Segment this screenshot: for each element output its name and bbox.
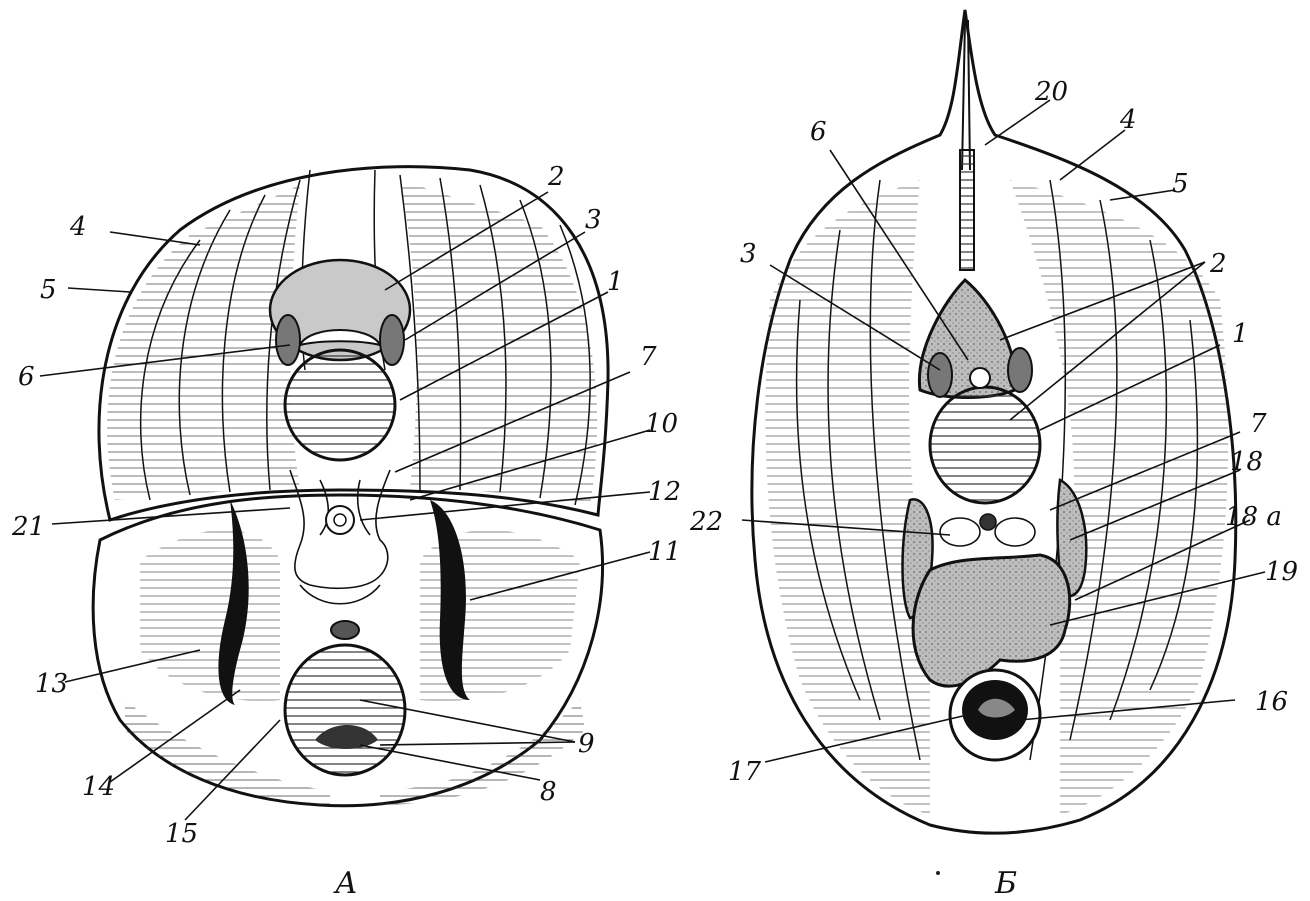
label-b-4: 4 xyxy=(1119,105,1137,135)
label-a-3: 3 xyxy=(585,205,602,235)
a-gut xyxy=(285,645,405,775)
label-b-7: 7 xyxy=(1250,409,1267,439)
label-b-16: 16 xyxy=(1255,687,1288,717)
label-b-6: 6 xyxy=(810,117,827,147)
label-b-22: 22 xyxy=(689,507,723,537)
label-b-2: 2 xyxy=(1209,249,1227,279)
label-a-5: 5 xyxy=(40,275,57,305)
label-a-1: 1 xyxy=(607,267,624,297)
a-notochord xyxy=(285,350,395,460)
label-b-20: 20 xyxy=(1034,77,1068,107)
label-b-18: 18 xyxy=(1230,447,1263,477)
section-a xyxy=(93,167,608,806)
label-b-1: 1 xyxy=(1232,319,1249,349)
label-a-11: 11 xyxy=(648,537,681,567)
label-a-6: 6 xyxy=(18,362,35,392)
label-a-15: 15 xyxy=(165,819,198,849)
label-a-12: 12 xyxy=(648,477,681,507)
label-a-9: 9 xyxy=(578,729,595,759)
label-b-17: 17 xyxy=(728,757,762,787)
caption-b: Б xyxy=(994,866,1017,901)
label-a-13: 13 xyxy=(35,669,68,699)
label-a-7: 7 xyxy=(640,342,657,372)
label-b-18a: 18 a xyxy=(1225,502,1282,532)
label-a-8: 8 xyxy=(540,777,557,807)
label-a-10: 10 xyxy=(645,409,678,439)
label-a-2: 2 xyxy=(547,162,565,192)
label-b-19: 19 xyxy=(1265,557,1298,587)
label-a-4: 4 xyxy=(69,212,87,242)
label-b-5: 5 xyxy=(1172,169,1189,199)
b-notochord xyxy=(930,387,1040,503)
label-a-14: 14 xyxy=(82,772,115,802)
label-b-3: 3 xyxy=(740,239,757,269)
label-a-21: 21 xyxy=(11,512,45,542)
caption-a: А xyxy=(333,866,358,901)
